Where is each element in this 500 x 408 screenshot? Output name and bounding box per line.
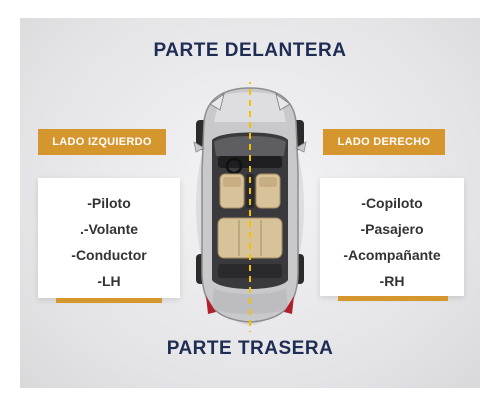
front-label: PARTE DELANTERA: [153, 40, 347, 61]
rear-label: PARTE TRASERA: [166, 338, 334, 359]
list-item: -LH: [97, 273, 121, 289]
right-side-list: -Copiloto -Pasajero -Acompañante -RH: [320, 190, 464, 294]
list-item: -Acompañante: [343, 247, 441, 263]
right-side-title: LADO DERECHO: [323, 129, 445, 155]
right-card-accent-bar: [338, 296, 448, 301]
list-item: -RH: [379, 273, 405, 289]
list-item: -Copiloto: [361, 195, 423, 211]
right-side-card: -Copiloto -Pasajero -Acompañante -RH: [320, 178, 464, 301]
left-side-title: LADO IZQUIERDO: [38, 129, 166, 155]
car-top-view-icon: [193, 82, 307, 332]
list-item: .-Volante: [79, 221, 139, 237]
left-card-accent-bar: [56, 298, 162, 303]
left-side-card: -Piloto .-Volante -Conductor -LH: [38, 178, 180, 303]
list-item: -Pasajero: [360, 221, 424, 237]
list-item: -Conductor: [71, 247, 147, 263]
left-side-list: -Piloto .-Volante -Conductor -LH: [38, 190, 180, 294]
list-item: -Piloto: [87, 195, 131, 211]
